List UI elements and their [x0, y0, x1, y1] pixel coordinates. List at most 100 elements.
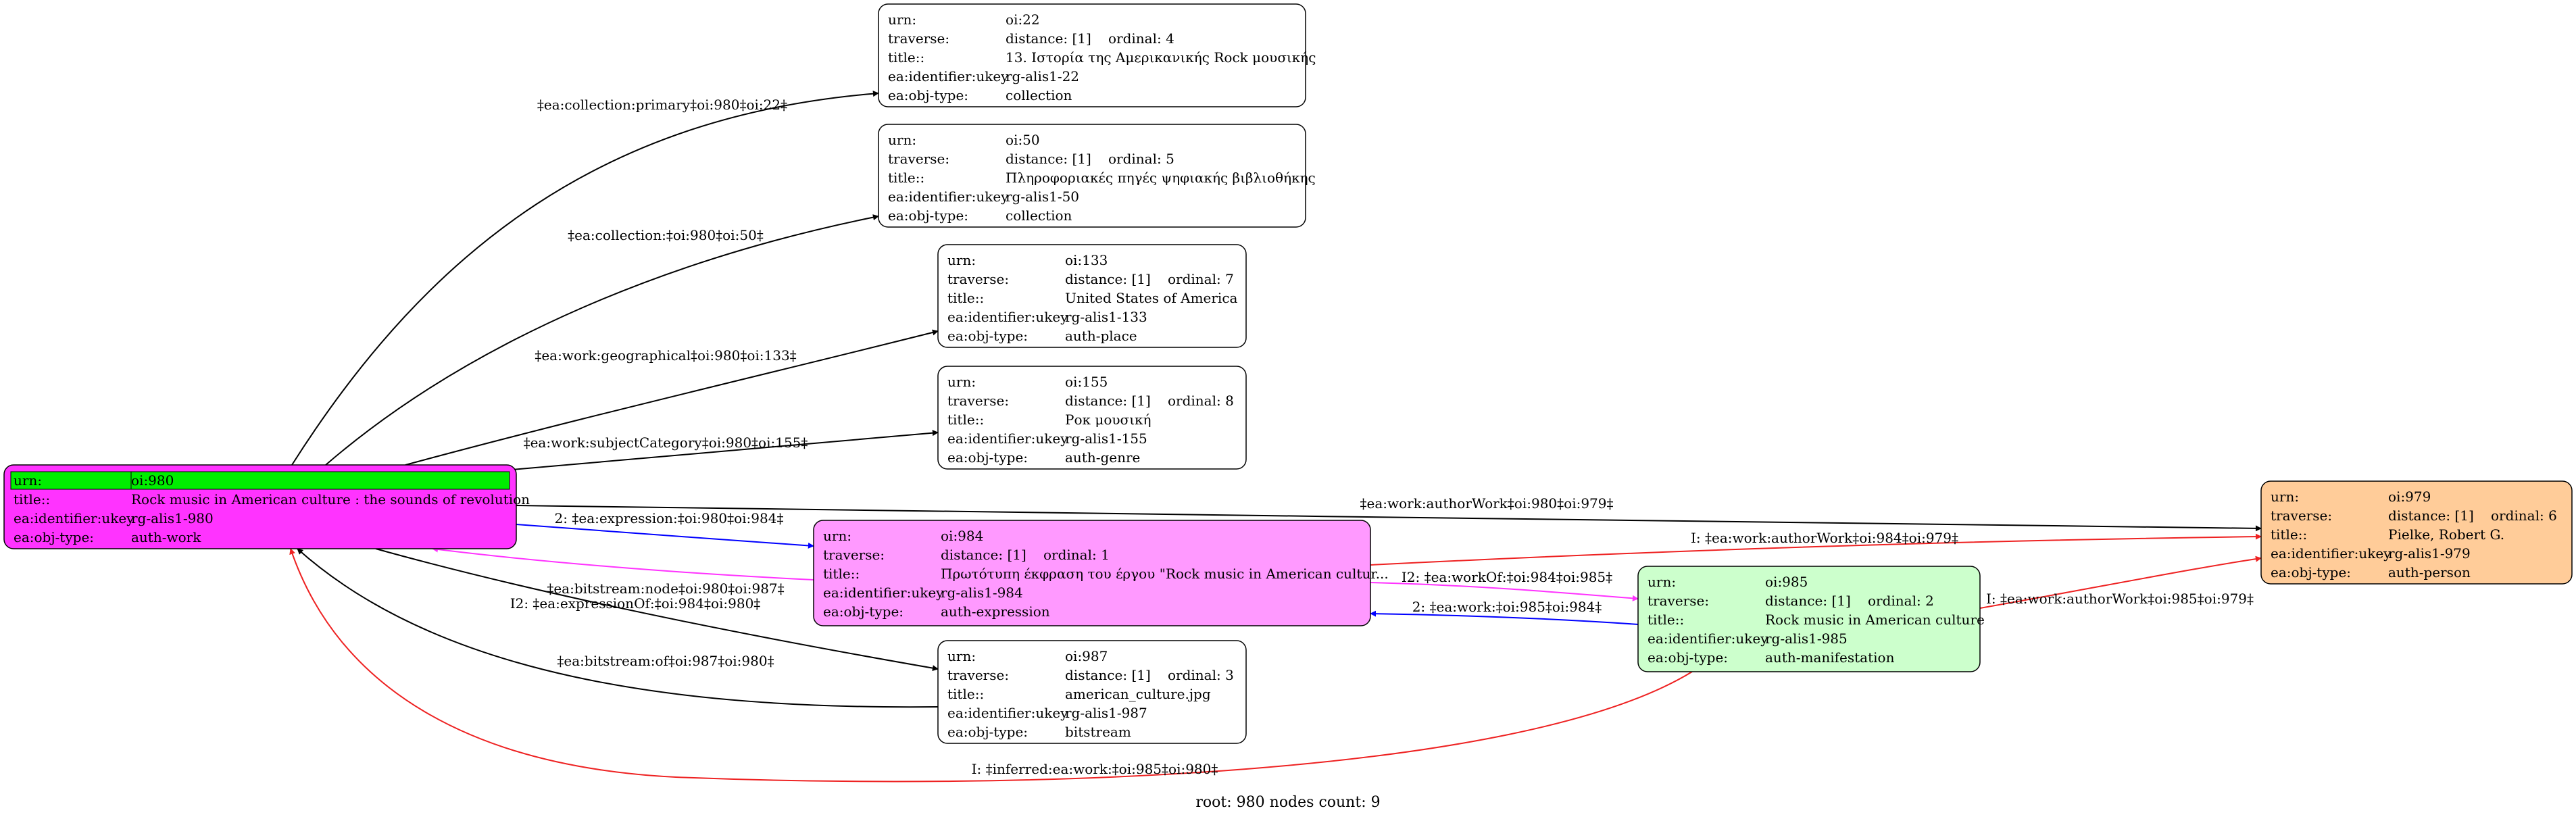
node-field-key: urn:	[2271, 489, 2299, 505]
node-field-key: title::	[823, 566, 860, 582]
node-field-key: ea:identifier:ukey	[947, 705, 1068, 721]
node-field-value: oi:987	[1065, 648, 1108, 664]
node-field-key: title::	[1648, 612, 1684, 628]
node-field-value: collection	[1006, 207, 1072, 224]
node-field-key: ea:obj-type:	[947, 449, 1028, 466]
node-field-value: distance: [1]	[1065, 393, 1151, 409]
node-field-key: ea:identifier:ukey	[947, 309, 1068, 325]
edge-line	[375, 548, 939, 672]
node-field-key: title::	[947, 686, 984, 702]
node-field-value: auth-genre	[1065, 449, 1140, 466]
node-field-key: ea:identifier:ukey	[888, 189, 1009, 205]
node-field-value: oi:22	[1006, 11, 1040, 28]
edge-987-to-980: ‡ea:bitstream:of‡oi:987‡oi:980‡	[297, 548, 939, 708]
edge-label: ‡ea:work:geographical‡oi:980‡oi:133‡	[535, 347, 796, 364]
node-field-ordinal: ordinal: 1	[1043, 547, 1110, 563]
node-field-value: distance: [1]	[1006, 151, 1091, 167]
node-box	[937, 366, 1247, 470]
node-box	[937, 244, 1247, 348]
node-field-value: oi:133	[1065, 252, 1108, 268]
node-box	[878, 124, 1306, 228]
node-field-key: urn:	[823, 528, 851, 544]
node-field-key: urn:	[947, 374, 976, 390]
node-field-key: ea:obj-type:	[888, 207, 968, 224]
edge-label: ‡ea:work:authorWork‡oi:980‡oi:979‡	[1360, 495, 1613, 512]
edge-line	[1370, 610, 1639, 625]
node-field-key: traverse:	[888, 151, 949, 167]
node-field-ordinal: ordinal: 4	[1108, 30, 1174, 47]
node-box	[1637, 566, 1981, 672]
node-field-key: title::	[2271, 526, 2307, 543]
node-field-value: Πρωτότυπη έκφραση του έργου "Rock music …	[941, 566, 1389, 582]
node-field-value: auth-expression	[941, 603, 1050, 620]
node-field-key: urn:	[947, 252, 976, 268]
node-field-value: auth-work	[131, 529, 201, 545]
edge-label: ‡ea:bitstream:of‡oi:987‡oi:980‡	[557, 653, 774, 669]
node-box	[937, 640, 1247, 744]
edge-line	[291, 91, 879, 466]
edge-line	[432, 546, 814, 580]
node-field-key: ea:identifier:ukey	[2271, 545, 2392, 562]
node-field-key: traverse:	[947, 667, 1009, 683]
node-field-value: rg-alis1-22	[1006, 68, 1079, 84]
node-header-highlight	[10, 471, 510, 490]
edge-980-to-22: ‡ea:collection:primary‡oi:980‡oi:22‡	[291, 91, 879, 466]
edge-980-to-987: ‡ea:bitstream:node‡oi:980‡oi:987‡	[375, 548, 939, 672]
edge-label: I: ‡ea:work:authorWork‡oi:984‡oi:979‡	[1691, 530, 1958, 546]
edge-line	[405, 329, 939, 466]
node-field-value: rg-alis1-985	[1765, 630, 1848, 647]
node-field-key: traverse:	[823, 547, 885, 563]
node-field-value: oi:50	[1006, 132, 1040, 148]
node-field-key: traverse:	[1648, 593, 1709, 609]
node-field-key: ea:obj-type:	[2271, 564, 2351, 580]
node-field-value: distance: [1]	[1765, 593, 1851, 609]
node-field-value: auth-person	[2388, 564, 2471, 580]
node-field-ordinal: ordinal: 7	[1168, 271, 1234, 287]
node-field-key: title::	[14, 491, 50, 507]
node-field-value: distance: [1]	[1006, 30, 1091, 47]
node-field-value: Πληροφοριακές πηγές ψηφιακής βιβλιοθήκης	[1006, 170, 1316, 186]
edge-984-to-980: I2: ‡ea:expressionOf:‡oi:984‡oi:980‡	[432, 546, 814, 612]
edge-label: 2: ‡ea:work:‡oi:985‡oi:984‡	[1412, 599, 1602, 615]
edge-984-to-979: I: ‡ea:work:authorWork‡oi:984‡oi:979‡	[1370, 530, 2262, 566]
edge-line	[1979, 555, 2262, 609]
node-field-value: rg-alis1-984	[941, 585, 1023, 601]
edge-label: ‡ea:collection:‡oi:980‡oi:50‡	[568, 227, 764, 243]
node-field-value: 13. Ιστορία της Αμερικανικής Rock μουσικ…	[1006, 49, 1316, 66]
node-field-value: distance: [1]	[2388, 507, 2474, 524]
edge-label: I2: ‡ea:workOf:‡oi:984‡oi:985‡	[1402, 569, 1612, 585]
node-field-key: title::	[947, 290, 984, 306]
node-field-key: ea:identifier:ukey	[1648, 630, 1768, 647]
node-field-value: distance: [1]	[941, 547, 1026, 563]
node-field-key: traverse:	[947, 393, 1009, 409]
edge-label: ‡ea:work:subjectCategory‡oi:980‡oi:155‡	[524, 435, 808, 451]
node-field-value: oi:155	[1065, 374, 1108, 390]
edge-line	[1370, 533, 2262, 566]
node-field-value: bitstream	[1065, 724, 1131, 740]
edge-980-to-984: 2: ‡ea:expression:‡oi:980‡oi:984‡	[516, 510, 814, 549]
edge-label: I2: ‡ea:expressionOf:‡oi:984‡oi:980‡	[510, 595, 761, 612]
node-field-value: oi:980	[131, 472, 174, 489]
node-984[interactable]: urn: oi:984 traverse: distance: [1] ordinal:…	[813, 520, 1389, 626]
node-box	[878, 3, 1306, 107]
node-field-value: collection	[1006, 87, 1072, 103]
node-field-value: oi:984	[941, 528, 983, 544]
node-field-key: traverse:	[888, 30, 949, 47]
node-field-ordinal: ordinal: 3	[1168, 667, 1234, 683]
edge-label: I: ‡ea:work:authorWork‡oi:985‡oi:979‡	[1986, 591, 2254, 607]
edges-layer: ‡ea:collection:primary‡oi:980‡oi:22‡‡ea:…	[289, 91, 2262, 783]
node-field-value: rg-alis1-133	[1065, 309, 1147, 325]
edge-label: ‡ea:bitstream:node‡oi:980‡oi:987‡	[547, 580, 784, 597]
edge-980-to-50: ‡ea:collection:‡oi:980‡oi:50‡	[325, 214, 879, 466]
node-field-value: auth-manifestation	[1765, 649, 1895, 666]
node-field-key: title::	[947, 412, 984, 428]
node-field-key: ea:obj-type:	[823, 603, 903, 620]
